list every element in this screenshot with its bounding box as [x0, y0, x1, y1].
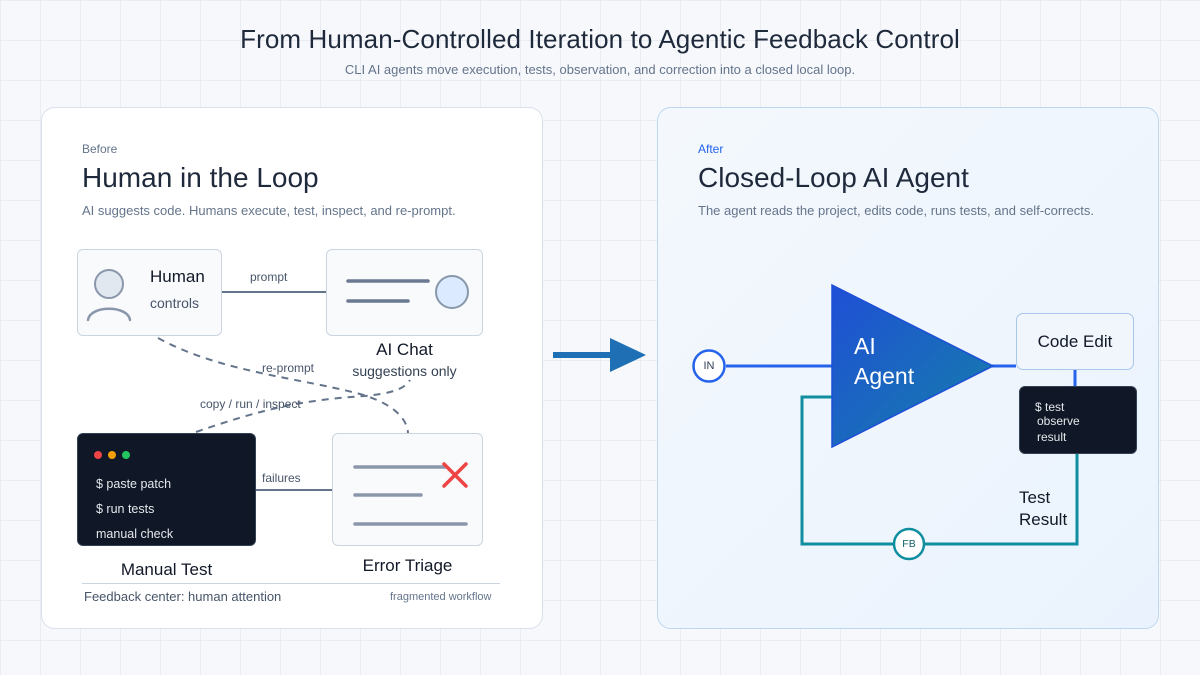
- person-icon: [86, 269, 132, 322]
- terminal-line: $ run tests: [96, 502, 155, 516]
- after-title: Closed-Loop AI Agent: [698, 162, 969, 193]
- chat-lines-icon: [346, 275, 469, 309]
- test-terminal: [1019, 386, 1137, 454]
- test-result-label-line2: Result: [1019, 510, 1068, 529]
- terminal-line: manual check: [96, 527, 174, 541]
- test-terminal-line: observe: [1037, 414, 1080, 428]
- input-node-label: IN: [703, 360, 715, 372]
- before-description: AI suggests code. Humans execute, test, …: [82, 203, 456, 218]
- test-terminal-line: result: [1037, 430, 1067, 444]
- after-eyebrow: After: [698, 142, 724, 156]
- page-title: From Human-Controlled Iteration to Agent…: [240, 24, 960, 54]
- human-subtitle: controls: [150, 295, 200, 311]
- before-footer-left: Feedback center: human attention: [84, 589, 282, 604]
- before-footer-right: fragmented workflow: [390, 591, 492, 603]
- error-doc-icon: [353, 465, 468, 526]
- error-triage-card: [332, 433, 483, 546]
- page-subtitle: CLI AI agents move execution, tests, obs…: [344, 62, 856, 77]
- agent-label-line1: AI: [854, 333, 876, 359]
- manual-test-label: Manual Test: [120, 560, 213, 579]
- terminal-line: $ paste patch: [96, 477, 172, 491]
- terminal-close-dot: [94, 451, 102, 459]
- failures-label: failures: [262, 471, 301, 485]
- feedback-node: [892, 527, 926, 561]
- agent-label-line2: Agent: [854, 363, 915, 389]
- prompt-label: prompt: [250, 270, 288, 284]
- feedback-path-left: [800, 395, 894, 546]
- terminal-maximize-dot: [122, 451, 130, 459]
- x-mark-icon: [442, 462, 468, 488]
- agent-amplifier: [831, 283, 995, 449]
- feedback-node-label: FB: [902, 538, 916, 550]
- copy-run-inspect-label: copy / run / inspect: [200, 397, 301, 411]
- code-edit-card: [1016, 313, 1134, 370]
- ai-chat-title: AI Chat: [376, 340, 433, 359]
- before-eyebrow: Before: [82, 142, 118, 156]
- before-footer-divider: [82, 583, 500, 584]
- feedback-path-right: [924, 454, 1079, 546]
- human-title: Human: [150, 267, 205, 286]
- manual-test-terminal: [77, 433, 256, 546]
- reprompt-edge: [157, 337, 409, 435]
- input-node: [692, 349, 726, 383]
- terminal-minimize-dot: [108, 451, 116, 459]
- copy-run-inspect-edge: [195, 379, 411, 433]
- error-triage-label: Error Triage: [362, 556, 453, 575]
- arrow-right-icon: [553, 338, 646, 372]
- test-terminal-line: $ test: [1035, 400, 1065, 414]
- before-title: Human in the Loop: [82, 162, 319, 193]
- ai-chat-subtitle: suggestions only: [352, 363, 457, 379]
- after-description: The agent reads the project, edits code,…: [698, 203, 1094, 218]
- code-edit-label: Code Edit: [1037, 332, 1113, 351]
- reprompt-label: re-prompt: [262, 361, 315, 375]
- test-result-label-line1: Test: [1019, 488, 1051, 507]
